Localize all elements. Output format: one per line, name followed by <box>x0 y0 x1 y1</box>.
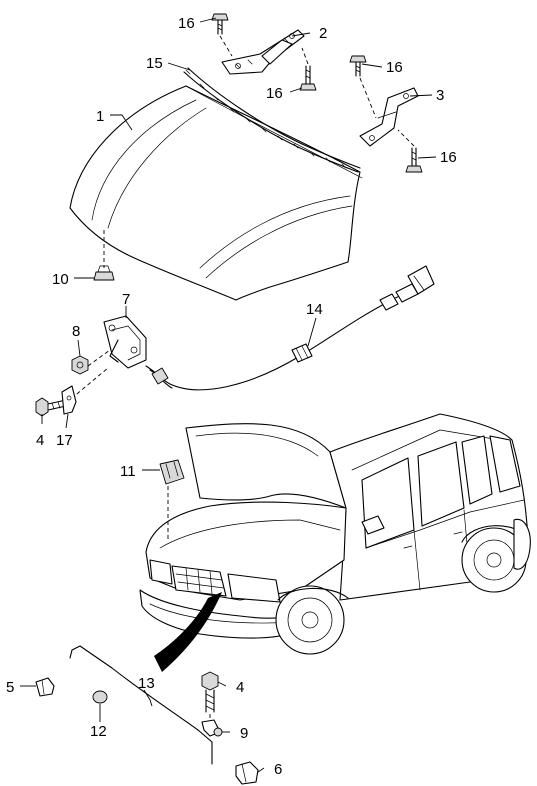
callout-16-top: 16 <box>178 15 195 32</box>
leader-lines <box>20 17 437 773</box>
callout-9: 9 <box>240 725 248 742</box>
grommet-12 <box>92 690 108 704</box>
callout-3: 3 <box>436 87 444 104</box>
hood-bumper-10 <box>93 230 115 281</box>
callout-1: 1 <box>96 108 104 125</box>
callout-17: 17 <box>56 432 73 449</box>
callout-15: 15 <box>146 55 163 72</box>
callout-11: 11 <box>120 463 136 480</box>
bolt-16-middle <box>299 47 317 91</box>
hood-support-rod <box>69 645 213 765</box>
callout-12: 12 <box>90 723 107 740</box>
location-pointer <box>154 592 222 672</box>
callout-2: 2 <box>319 25 327 42</box>
hood-latch <box>103 315 147 369</box>
clip-5 <box>35 677 55 697</box>
clip-9 <box>201 719 223 737</box>
callout-4-lower: 4 <box>236 679 244 696</box>
callout-8: 8 <box>72 323 80 340</box>
hood-stopper-11 <box>159 459 185 540</box>
callout-16-middle: 16 <box>266 85 283 102</box>
callout-13: 13 <box>138 675 155 692</box>
bolt-4-lower <box>201 671 219 722</box>
hood-hinge-left <box>221 29 305 75</box>
hood-panel <box>69 85 363 301</box>
holder-6 <box>235 761 259 785</box>
callout-16-right-upper: 16 <box>386 59 403 76</box>
bolt-16-top <box>211 13 233 57</box>
bolt-16-right-lower <box>397 129 423 173</box>
hood-weatherstrip <box>183 67 361 173</box>
callout-14: 14 <box>306 301 323 318</box>
callout-6: 6 <box>274 761 282 778</box>
bracket-17 <box>61 385 77 415</box>
nut-8 <box>71 349 111 375</box>
hood-hinge-right <box>359 87 419 147</box>
bolt-16-right-upper <box>349 55 377 119</box>
vehicle-body <box>139 413 531 655</box>
callout-10: 10 <box>52 271 69 288</box>
callout-7: 7 <box>122 291 130 308</box>
callout-5: 5 <box>6 679 14 696</box>
callout-4-upper: 4 <box>36 432 44 449</box>
release-cable <box>145 265 435 391</box>
callout-16-right-lower: 16 <box>440 149 457 166</box>
